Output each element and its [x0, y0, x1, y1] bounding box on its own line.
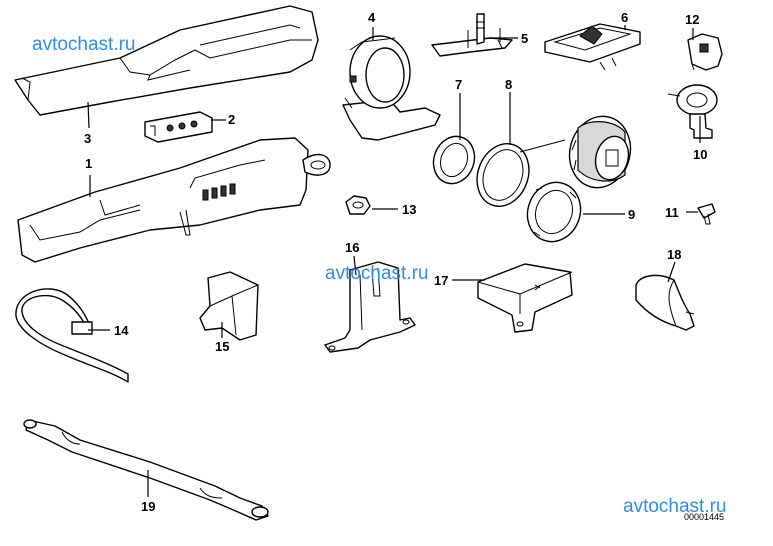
part-10-plug-clip — [667, 84, 718, 139]
part-13-nut — [345, 195, 371, 215]
callout-1: 1 — [85, 156, 92, 171]
diagram-code: 00001445 — [684, 512, 724, 522]
watermark-bottom-right: avtochast.ru — [623, 496, 727, 517]
part-5-bracket-pin — [431, 13, 513, 57]
part-3-trim-cover — [14, 5, 319, 116]
part-1-lower-panel — [17, 137, 331, 263]
part-15-bracket — [199, 271, 259, 341]
part-9-knob-assembly — [526, 115, 632, 243]
part-12-clip — [687, 33, 723, 71]
callout-9: 9 — [628, 207, 635, 222]
watermark-top-left: avtochast.ru — [32, 34, 136, 55]
callout-11: 11 — [665, 205, 679, 220]
callout-3: 3 — [84, 131, 91, 146]
leader-line-18 — [667, 261, 676, 283]
callout-13: 13 — [402, 202, 416, 217]
part-11-screw — [697, 203, 716, 225]
callout-7: 7 — [455, 77, 462, 92]
part-18-boot — [635, 274, 695, 331]
callout-15: 15 — [215, 339, 229, 354]
callout-4: 4 — [368, 10, 376, 25]
callout-17: 17 — [434, 273, 448, 288]
callout-8: 8 — [505, 77, 512, 92]
part-14-cable-tie — [15, 288, 129, 383]
part-17-module — [477, 263, 573, 333]
callout-5: 5 — [521, 31, 528, 46]
part-19-ground-strap — [23, 419, 269, 521]
part-4-ring-holder — [342, 35, 441, 141]
callout-19: 19 — [141, 499, 155, 514]
callout-12: 12 — [685, 12, 699, 27]
callout-16: 16 — [345, 240, 359, 255]
callout-6: 6 — [621, 10, 628, 25]
leader-line-16 — [353, 255, 357, 276]
part-7-ring — [432, 135, 476, 185]
part-16-bracket — [324, 261, 416, 353]
callout-2: 2 — [228, 112, 235, 127]
part-2-connector-block — [144, 111, 213, 143]
watermark-center: avtochast.ru — [325, 263, 429, 284]
leader-line-3 — [87, 101, 90, 129]
part-8-seal-ring — [476, 139, 566, 207]
part-6-retainer-plate — [544, 23, 641, 71]
callout-14: 14 — [114, 323, 129, 338]
callout-18: 18 — [667, 247, 681, 262]
callout-10: 10 — [693, 147, 707, 162]
